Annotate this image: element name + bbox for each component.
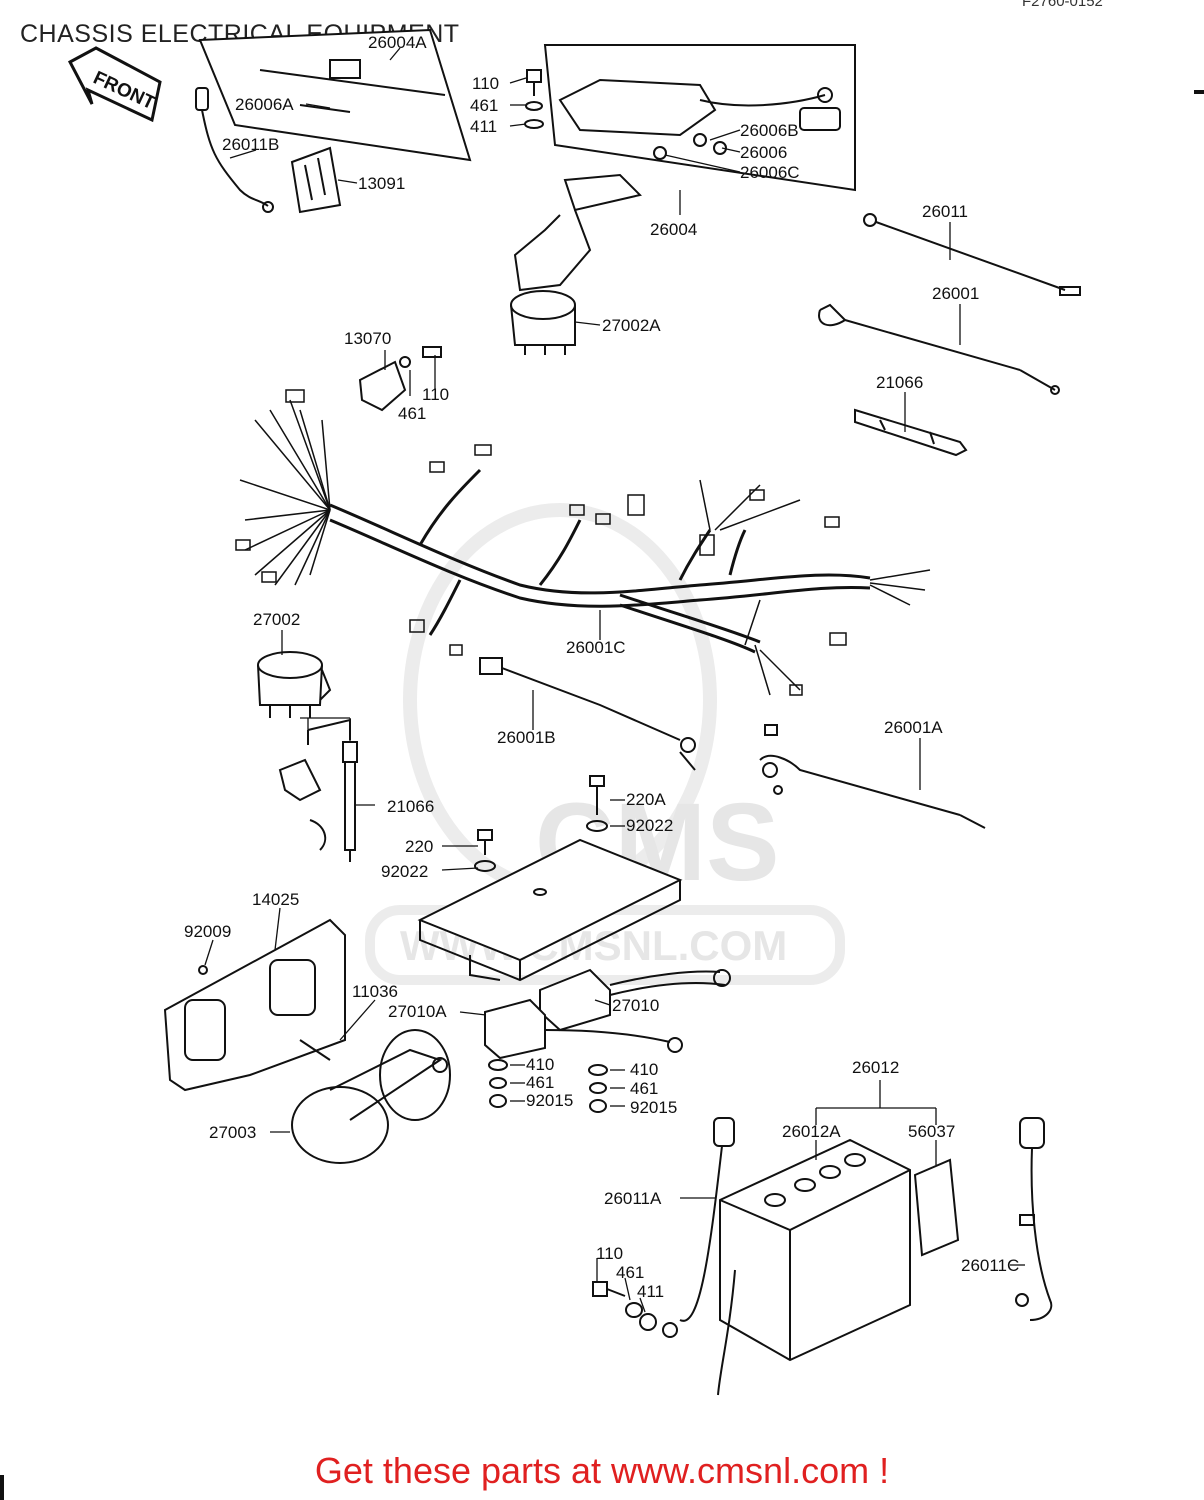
label-plate-56037 — [913, 1158, 960, 1257]
battery-26012A — [719, 1138, 911, 1362]
label-92015-left: 92015 — [526, 1091, 573, 1110]
battery-tray — [417, 838, 683, 982]
cable-26001 — [818, 303, 1060, 395]
front-arrow: FRONT — [67, 46, 162, 123]
label-461-top: 461 — [470, 96, 498, 115]
wiring-harness-26001C — [329, 468, 871, 654]
label-27002A: 27002A — [602, 316, 661, 335]
label-14025: 14025 — [252, 890, 299, 909]
label-411-bottom: 411 — [637, 1282, 664, 1301]
label-461-left: 461 — [526, 1073, 554, 1092]
label-26006A: 26006A — [235, 95, 294, 114]
cable-26011 — [863, 213, 1081, 296]
label-92015-right: 92015 — [630, 1098, 677, 1117]
bolt-220A-92022 — [474, 775, 608, 872]
edge-mark — [1194, 90, 1204, 94]
bracket-26004-mount — [513, 173, 642, 292]
label-26012: 26012 — [852, 1058, 899, 1077]
leader-lines — [204, 47, 1025, 1313]
label-461-mid: 461 — [398, 404, 426, 423]
label-27002: 27002 — [253, 610, 300, 629]
bolt-110-461-411-top — [524, 69, 544, 129]
label-92009: 92009 — [184, 922, 231, 941]
label-26006: 26006 — [740, 143, 787, 162]
label-26011C: 26011C — [961, 1256, 1019, 1275]
harness-wires-left — [235, 389, 331, 586]
label-410-right: 410 — [630, 1060, 658, 1079]
horn-27003 — [291, 1029, 451, 1164]
bracket-13070 — [358, 346, 442, 412]
label-26004A: 26004A — [368, 33, 427, 52]
side-cover-14025 — [163, 918, 346, 1092]
label-92022-left: 92022 — [381, 862, 428, 881]
washer-stack-right — [588, 1064, 608, 1113]
label-411-top: 411 — [470, 117, 497, 136]
cable-26001B — [479, 657, 696, 771]
label-26012A: 26012A — [782, 1122, 841, 1141]
label-26011B: 26011B — [222, 135, 279, 154]
cable-26001A — [759, 724, 986, 829]
relay-27002 — [257, 651, 351, 745]
label-27003: 27003 — [209, 1123, 256, 1142]
label-26001: 26001 — [932, 284, 979, 303]
label-27010: 27010 — [612, 996, 659, 1015]
label-110-bottom: 110 — [596, 1244, 623, 1263]
label-26001A: 26001A — [884, 718, 943, 737]
lead-26011C — [1015, 1117, 1053, 1321]
label-92022-right: 92022 — [626, 816, 673, 835]
fuse-holder-21066-lower — [278, 741, 358, 862]
label-461-right: 461 — [630, 1079, 658, 1098]
label-21066-lower: 21066 — [387, 797, 434, 816]
label-26011: 26011 — [922, 202, 968, 221]
rectifier-27010 — [539, 968, 731, 1032]
label-13091: 13091 — [358, 174, 405, 193]
bracket-13091 — [290, 146, 342, 214]
lead-26011B — [195, 87, 274, 213]
label-26011A: 26011A — [604, 1189, 662, 1208]
label-26004: 26004 — [650, 220, 697, 239]
label-110-top: 110 — [472, 74, 499, 93]
label-26006B: 26006B — [740, 121, 799, 140]
bolt-110-461-411-bottom — [592, 1281, 657, 1331]
regulator-27010A — [484, 998, 683, 1060]
corner-mark — [0, 1475, 4, 1500]
harness-connectors-right — [409, 444, 931, 696]
label-27010A: 27010A — [388, 1002, 447, 1021]
footer-link[interactable]: Get these parts at www.cmsnl.com ! — [314, 1450, 890, 1491]
fuse-holder-21066-top — [854, 408, 968, 457]
lead-26011A — [662, 1117, 736, 1396]
part-labels: 26004A 26006A 26011B 13091 110 461 411 2… — [184, 33, 1019, 1301]
label-110-mid: 110 — [422, 385, 449, 404]
washer-stack-left — [488, 1059, 508, 1108]
label-26006C: 26006C — [740, 163, 800, 182]
label-13070: 13070 — [344, 329, 391, 348]
label-21066-top: 21066 — [876, 373, 923, 392]
label-410-left: 410 — [526, 1055, 554, 1074]
label-220: 220 — [405, 837, 433, 856]
label-220A: 220A — [626, 790, 666, 809]
label-26001B: 26001B — [497, 728, 556, 747]
drawing-number: F2760-0152 — [1022, 0, 1103, 10]
relay-27002A — [510, 290, 576, 355]
cover-panel-26004A — [198, 28, 472, 162]
label-56037: 56037 — [908, 1122, 955, 1141]
label-461-bottom: 461 — [616, 1263, 644, 1282]
label-11036: 11036 — [352, 982, 398, 1001]
label-26001C: 26001C — [566, 638, 626, 657]
box-26004 — [543, 44, 856, 192]
